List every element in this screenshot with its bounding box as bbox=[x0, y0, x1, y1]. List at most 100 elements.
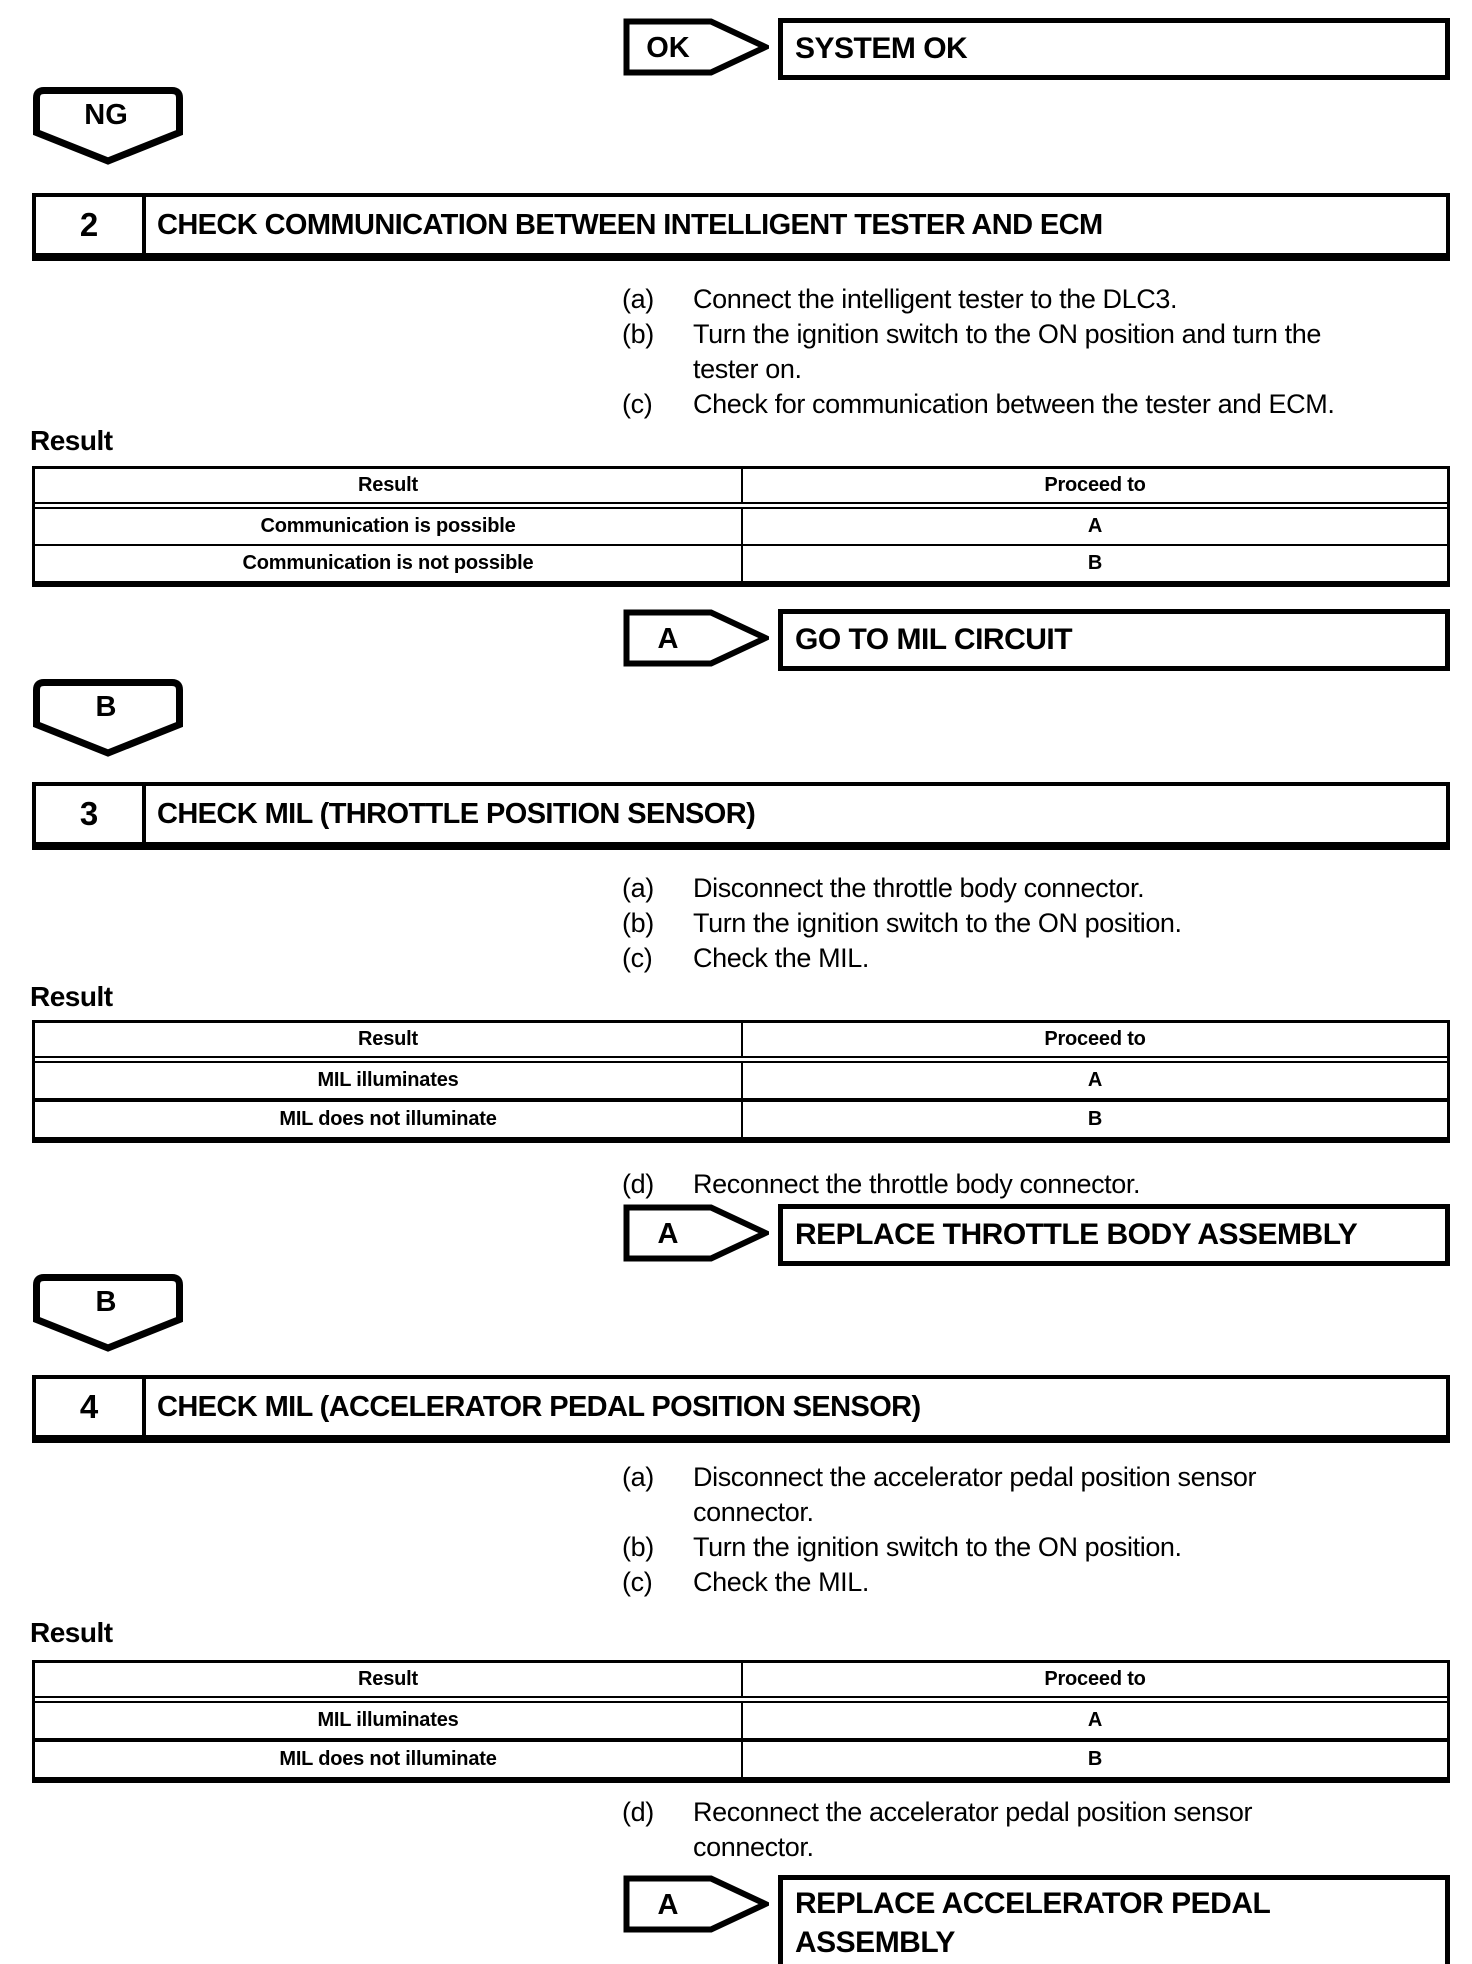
action-box: SYSTEM OK bbox=[778, 18, 1450, 80]
instruction-text: connector. bbox=[693, 1497, 814, 1527]
step-header: 3 CHECK MIL (THROTTLE POSITION SENSOR) bbox=[32, 782, 1450, 850]
result-tag-letter: A bbox=[658, 1889, 679, 1921]
instruction-text: Check the MIL. bbox=[693, 1567, 869, 1597]
instruction-text: Reconnect the throttle body connector. bbox=[693, 1169, 1141, 1199]
table-cell-result: Communication is not possible bbox=[35, 546, 743, 581]
table-cell-result: MIL illuminates bbox=[35, 1063, 743, 1098]
arrow-outline bbox=[623, 18, 769, 76]
table-cell-proceed: B bbox=[1087, 552, 1103, 574]
instruction-line: connector. bbox=[622, 1830, 1472, 1865]
table-header-row: Result Proceed to bbox=[35, 469, 1447, 504]
table-cell-result: MIL does not illuminate bbox=[35, 1102, 743, 1137]
table-header-row: Result Proceed to bbox=[35, 1663, 1447, 1698]
instruction-label bbox=[622, 1495, 693, 1530]
connector-pentagon-icon: B bbox=[33, 1274, 183, 1352]
step-number: 3 bbox=[36, 786, 146, 842]
instruction-list: (a)Disconnect the accelerator pedal posi… bbox=[622, 1460, 1472, 1600]
step-title: CHECK MIL (THROTTLE POSITION SENSOR) bbox=[157, 797, 756, 830]
instruction-text: Disconnect the throttle body connector. bbox=[693, 873, 1145, 903]
instruction-text: Check for communication between the test… bbox=[693, 389, 1335, 419]
result-table: Result Proceed to MIL illuminates A MIL do… bbox=[32, 1660, 1450, 1783]
table-row: MIL does not illuminate B bbox=[35, 1738, 1447, 1777]
instruction-text: Connect the intelligent tester to the DL… bbox=[693, 284, 1178, 314]
connector-pentagon-icon: NG bbox=[33, 87, 183, 165]
table-cell-proceed: A bbox=[1087, 515, 1103, 537]
instruction-list: (a) Disconnect the throttle body connecto… bbox=[622, 871, 1472, 976]
connector-pentagon-icon: B bbox=[33, 679, 183, 757]
result-tag-arrow-icon: A bbox=[623, 1204, 769, 1262]
table-header-row: Result Proceed to bbox=[35, 1023, 1447, 1058]
instruction-text: connector. bbox=[693, 1832, 814, 1862]
instruction-line: connector. bbox=[622, 1495, 1472, 1530]
instruction-text: tester on. bbox=[693, 354, 802, 384]
instruction-line: tester on. bbox=[622, 352, 1472, 387]
action-box: REPLACE THROTTLE BODY ASSEMBLY bbox=[778, 1204, 1450, 1266]
table-cell-result: MIL illuminates bbox=[35, 1703, 743, 1738]
instruction-text: Check the MIL. bbox=[693, 943, 869, 973]
table-cell-proceed: B bbox=[1087, 1108, 1103, 1130]
instruction-list: (d)Reconnect the accelerator pedal posit… bbox=[622, 1795, 1472, 1865]
result-tag-letter: A bbox=[658, 623, 679, 655]
instruction-line: (c) Check the MIL. bbox=[622, 1565, 1472, 1600]
instruction-label: (a) bbox=[622, 873, 654, 903]
instruction-line: (c)Check the MIL. bbox=[622, 941, 1472, 976]
result-tag-arrow-icon: OK bbox=[623, 18, 769, 76]
instruction-label: (c) bbox=[622, 389, 653, 419]
step-number: 2 bbox=[36, 197, 146, 253]
step-title: CHECK COMMUNICATION BETWEEN INTELLIGENT … bbox=[157, 208, 1103, 241]
table-header-result: Result bbox=[35, 1023, 743, 1056]
table-row: Communication is not possible B bbox=[35, 544, 1447, 581]
table-cell-proceed: B bbox=[1087, 1748, 1103, 1770]
instruction-line: (a)Disconnect the accelerator pedal posi… bbox=[622, 1460, 1472, 1495]
decision-arrow-row: A GO TO MIL CIRCUIT bbox=[623, 609, 1472, 671]
table-header-proceed: Proceed to bbox=[1044, 474, 1146, 496]
result-tag-letter: A bbox=[658, 1218, 679, 1250]
instruction-label bbox=[622, 352, 693, 387]
table-cell-result: Communication is possible bbox=[35, 509, 743, 544]
instruction-line: (d)Reconnect the accelerator pedal posit… bbox=[622, 1795, 1472, 1830]
instruction-label: (b) bbox=[622, 908, 654, 938]
action-box-line: GO TO MIL CIRCUIT bbox=[795, 623, 1073, 656]
instruction-line: (a)Connect the intelligent tester to the… bbox=[622, 282, 1472, 317]
pentagon-outline bbox=[33, 87, 183, 165]
action-box-line: ASSEMBLY bbox=[795, 1926, 955, 1959]
instruction-text: Turn the ignition switch to the ON posit… bbox=[693, 319, 1321, 349]
table-header-proceed: Proceed to bbox=[1044, 1028, 1146, 1050]
table-row: Communication is possible A bbox=[35, 509, 1447, 544]
connector-letter: B bbox=[96, 691, 117, 723]
instruction-line: (d)Reconnect the throttle body connector… bbox=[622, 1167, 1472, 1202]
table-double-rule bbox=[35, 504, 1447, 509]
connector-letter: B bbox=[96, 1286, 117, 1318]
pentagon-outline bbox=[33, 1274, 183, 1352]
table-cell-proceed: A bbox=[1087, 1709, 1103, 1731]
table-row: MIL does not illuminate B bbox=[35, 1098, 1447, 1137]
action-box-line: SYSTEM OK bbox=[795, 32, 968, 65]
result-heading: Result bbox=[30, 425, 113, 456]
connector-row: B bbox=[33, 679, 1472, 762]
instruction-line: (b) Turn the ignition switch to the ON po… bbox=[622, 906, 1472, 941]
connector-row: B bbox=[33, 1274, 1472, 1357]
instruction-text: Turn the ignition switch to the ON posit… bbox=[693, 908, 1182, 938]
arrow-outline bbox=[623, 609, 769, 667]
table-header-proceed: Proceed to bbox=[1044, 1668, 1146, 1690]
table-header-result: Result bbox=[35, 469, 743, 502]
result-tag-letter: OK bbox=[646, 32, 690, 64]
result-tag-arrow-icon: A bbox=[623, 1875, 769, 1933]
connector-letter: NG bbox=[84, 99, 128, 131]
table-row: MIL illuminates A bbox=[35, 1703, 1447, 1738]
table-cell-result: MIL does not illuminate bbox=[35, 1742, 743, 1777]
instruction-label: (d) bbox=[622, 1797, 654, 1827]
arrow-outline bbox=[623, 1875, 769, 1933]
step-number: 4 bbox=[36, 1379, 146, 1435]
instruction-label: (c) bbox=[622, 1567, 653, 1597]
instruction-label: (b) bbox=[622, 319, 654, 349]
action-box: GO TO MIL CIRCUIT bbox=[778, 609, 1450, 671]
instruction-list: (d)Reconnect the throttle body connector… bbox=[622, 1167, 1472, 1202]
instruction-list: (a)Connect the intelligent tester to the… bbox=[622, 282, 1472, 422]
instruction-line: (b) Turn the ignition switch to the ON po… bbox=[622, 317, 1472, 352]
connector-row: NG bbox=[33, 87, 1472, 170]
